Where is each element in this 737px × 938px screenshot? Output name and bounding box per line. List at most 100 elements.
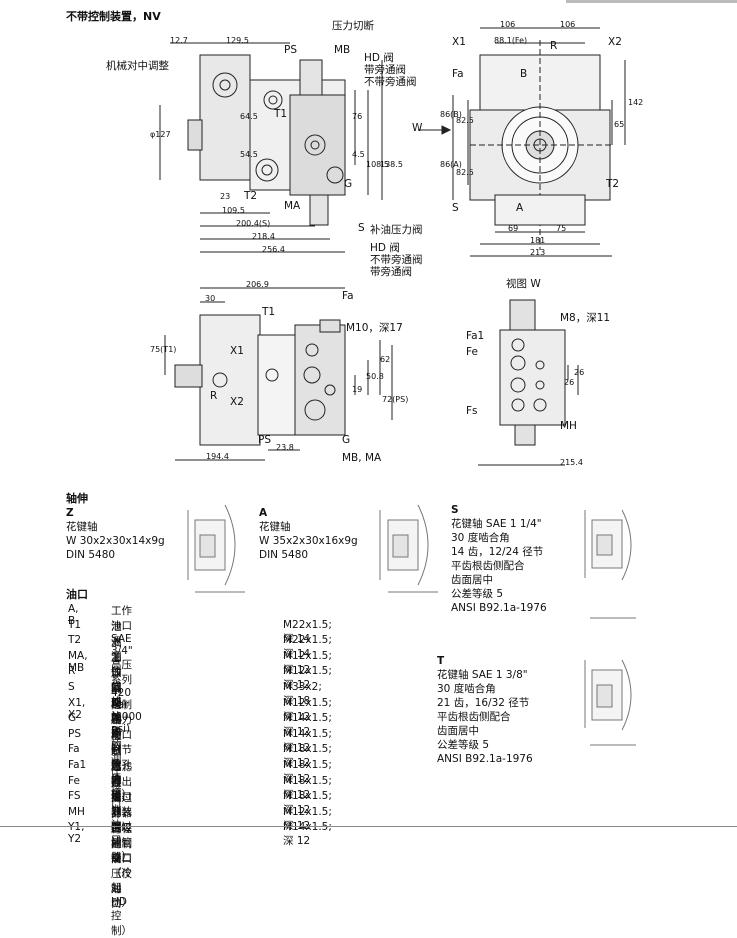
letter-fa-top: Fa: [342, 290, 354, 302]
port-thread: M18x1.5; 深 12: [283, 790, 332, 817]
callout-press-cut: 压力切断: [332, 20, 374, 32]
callout-mech-zero: 机械对中调整: [106, 60, 169, 72]
dim-65: 65: [614, 120, 625, 129]
callout-m8: M8，深11: [560, 312, 611, 324]
dim-23: 23: [220, 192, 231, 201]
letter-t1-top: T1: [262, 306, 276, 318]
port-code: T2: [68, 634, 82, 647]
dim-23-8: 23.8: [276, 443, 294, 452]
port-thread: M22x1.5; 深 14: [283, 634, 332, 661]
dim-215-4: 215.4: [560, 458, 583, 467]
shaft-t-code: T: [437, 655, 445, 667]
letter-fs: Fs: [466, 405, 478, 417]
dim-75-t1: 75(T1): [150, 345, 177, 354]
dim-86-a: 86(A): [440, 160, 462, 169]
dim-4-5: 4.5: [352, 150, 365, 159]
shaft-z-sketch: [187, 504, 245, 593]
letter-x1: X1: [452, 36, 466, 48]
port-thread: M12x1.5; 深 12: [283, 696, 332, 723]
port-code: PS: [68, 727, 81, 740]
port-desc: 控制压力油口（节流孔之前）: [111, 698, 132, 801]
dim-76: 76: [352, 112, 363, 121]
port-code: R: [68, 665, 76, 678]
port-thread: M12x1.5; 深 12: [283, 649, 332, 676]
dim-62: 62: [380, 355, 391, 364]
port-code: FS: [68, 790, 81, 803]
dim-256-4: 256.4: [262, 245, 285, 254]
dim-50-8: 50.8: [366, 372, 384, 381]
letter-a: A: [516, 202, 524, 214]
dim-86-b: 86(B): [440, 110, 462, 119]
port-thread: M12x1.5; 深 12: [283, 805, 332, 832]
shaft-s-code: S: [451, 504, 459, 516]
callout-m10: M10，深17: [346, 322, 403, 334]
dim-26-b: 26: [574, 368, 585, 377]
dim-129-5: 129.5: [226, 36, 249, 45]
letter-t2: T2: [244, 190, 258, 202]
shaft-t-line-2: 21 齿，16/32 径节: [437, 697, 530, 709]
shaft-t-line-5: 公差等级 5: [437, 739, 490, 751]
letter-t1: T1: [274, 108, 288, 120]
shaft-s-line-3: 平齿根齿侧配合: [451, 560, 525, 572]
letter-r-top: R: [210, 390, 218, 402]
dim-19: 19: [352, 385, 363, 394]
letter-ps: PS: [284, 44, 297, 56]
port-code: A, B: [68, 603, 79, 627]
dim-69: 69: [508, 224, 519, 233]
dim-64-5: 64.5: [240, 112, 258, 121]
letter-g: G: [344, 178, 353, 190]
port-code: Fe: [68, 774, 80, 787]
shaft-s-sketch: [584, 509, 636, 619]
shaft-s-line-5: 公差等级 5: [451, 588, 504, 600]
letter-b: B: [520, 68, 528, 80]
callout-hd-valve: HD 阀: [364, 52, 394, 64]
pump-top-view: [164, 287, 393, 461]
letter-t2-end: T2: [606, 178, 620, 190]
dim-12-7: 12.7: [170, 36, 188, 45]
page-title: 不带控制装置，NV: [66, 10, 161, 23]
dim-181: 181: [530, 236, 546, 245]
port-desc: 工作回路 A，B 的测压接口: [111, 651, 129, 811]
pump-side-view: [159, 42, 383, 253]
letter-r: R: [550, 40, 558, 52]
shaft-s-line-1: 30 度啮合角: [451, 532, 510, 544]
shaft-a-spec: W 35x2x30x16x9g: [259, 535, 358, 547]
letter-x2: X2: [608, 36, 622, 48]
port-thread: M14x1.5; 深 12: [283, 712, 332, 739]
shaft-z-code: Z: [66, 507, 74, 519]
letter-s: S: [358, 222, 365, 234]
shaft-s-line-4: 齿面居中: [451, 574, 493, 586]
shaft-z-std: DIN 5480: [66, 549, 116, 561]
valve-block-view: [478, 299, 579, 466]
shaft-t-line-3: 平齿根齿侧配合: [437, 711, 511, 723]
letter-s-end: S: [452, 202, 459, 214]
shaft-section-title: 轴伸: [66, 492, 88, 505]
port-code: Fa: [68, 743, 80, 756]
port-code: MH: [68, 805, 85, 818]
letter-w: W: [412, 122, 423, 134]
port-thread: M14x1.5; 深 12: [283, 727, 332, 754]
port-desc: 辅助回路的吸油口: [111, 682, 122, 800]
letter-fa: Fa: [452, 68, 464, 80]
letter-mh: MH: [560, 420, 577, 432]
dim-88-1: 88.1(Fe): [494, 36, 528, 45]
letter-fe: Fe: [466, 346, 478, 358]
port-thread: M18x1.5; 深 12: [283, 758, 332, 785]
view-w-label: 视图 W: [506, 278, 541, 290]
shaft-s-line-6: ANSI B92.1a-1976: [451, 602, 547, 614]
dim-108-5: 108.5: [366, 160, 389, 169]
letter-fa1: Fa1: [466, 330, 485, 342]
dim-82-5-a: 82.5: [456, 116, 474, 125]
shaft-z-name: 花键轴: [66, 521, 98, 533]
dim-138-5: 138.5: [380, 160, 403, 169]
shaft-t-line-6: ANSI B92.1a-1976: [437, 753, 533, 765]
dim-30: 30: [205, 294, 216, 303]
letter-x1-top: X1: [230, 345, 244, 357]
header-rule: [566, 0, 737, 3]
shaft-a-sketch: [379, 504, 438, 593]
letter-x2-top: X2: [230, 396, 244, 408]
port-code: X1, X2: [68, 696, 86, 721]
shaft-t-sketch: [584, 659, 636, 746]
letter-mb: MB: [334, 44, 351, 56]
port-desc: 放气口: [111, 667, 122, 710]
